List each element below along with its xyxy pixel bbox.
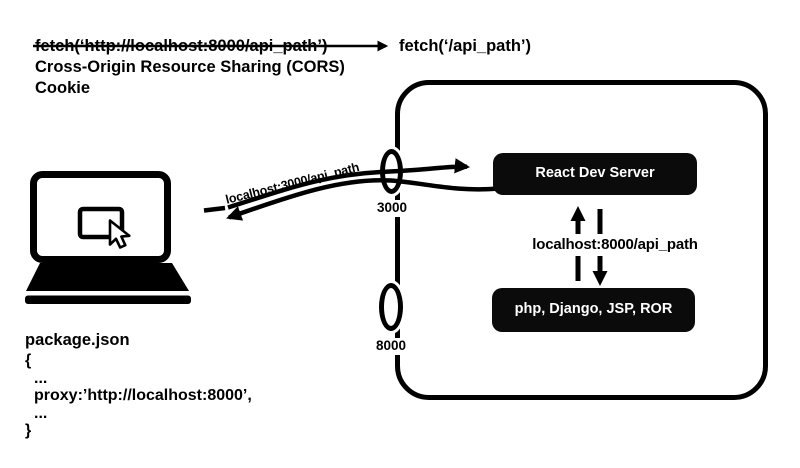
port-3000-ellipse-icon — [380, 149, 403, 194]
laptop-base — [25, 295, 191, 304]
code-line: { — [25, 352, 32, 370]
port-3000-label: 3000 — [369, 200, 415, 217]
request-url-label: localhost:3000/api_path — [224, 160, 361, 207]
code-line-proxy: proxy:’http://localhost:8000’, — [34, 387, 252, 405]
cors-label: Cross-Origin Resource Sharing (CORS) — [35, 58, 345, 76]
port-8000-label: 8000 — [368, 338, 414, 355]
port-8000-ellipse-icon — [379, 283, 403, 331]
crossed-out-fetch-call: fetch(‘http://localhost:8000/api_path’) — [35, 37, 328, 55]
backend-frameworks-label: php, Django, JSP, ROR — [514, 301, 673, 318]
code-line: ... — [34, 404, 48, 422]
replacement-fetch-call: fetch(‘/api_path’) — [399, 37, 532, 55]
react-dev-server-label: React Dev Server — [535, 165, 655, 182]
laptop-icon — [25, 171, 191, 304]
internal-proxy-url-label: localhost:8000/api_path — [532, 236, 698, 253]
backend-frameworks-box: php, Django, JSP, ROR — [492, 288, 695, 332]
code-line: ... — [34, 369, 48, 387]
package-json-title: package.json — [25, 331, 130, 349]
server-boundary-box — [395, 80, 768, 400]
laptop-keyboard — [26, 263, 189, 291]
request-arrow-tail-dash — [203, 205, 226, 213]
cookie-label: Cookie — [35, 79, 91, 97]
code-line: } — [25, 422, 32, 440]
react-dev-server-box: React Dev Server — [493, 153, 697, 195]
package-json-snippet: package.json { ... proxy:’http://localho… — [25, 331, 252, 440]
cursor-icon — [108, 219, 131, 249]
